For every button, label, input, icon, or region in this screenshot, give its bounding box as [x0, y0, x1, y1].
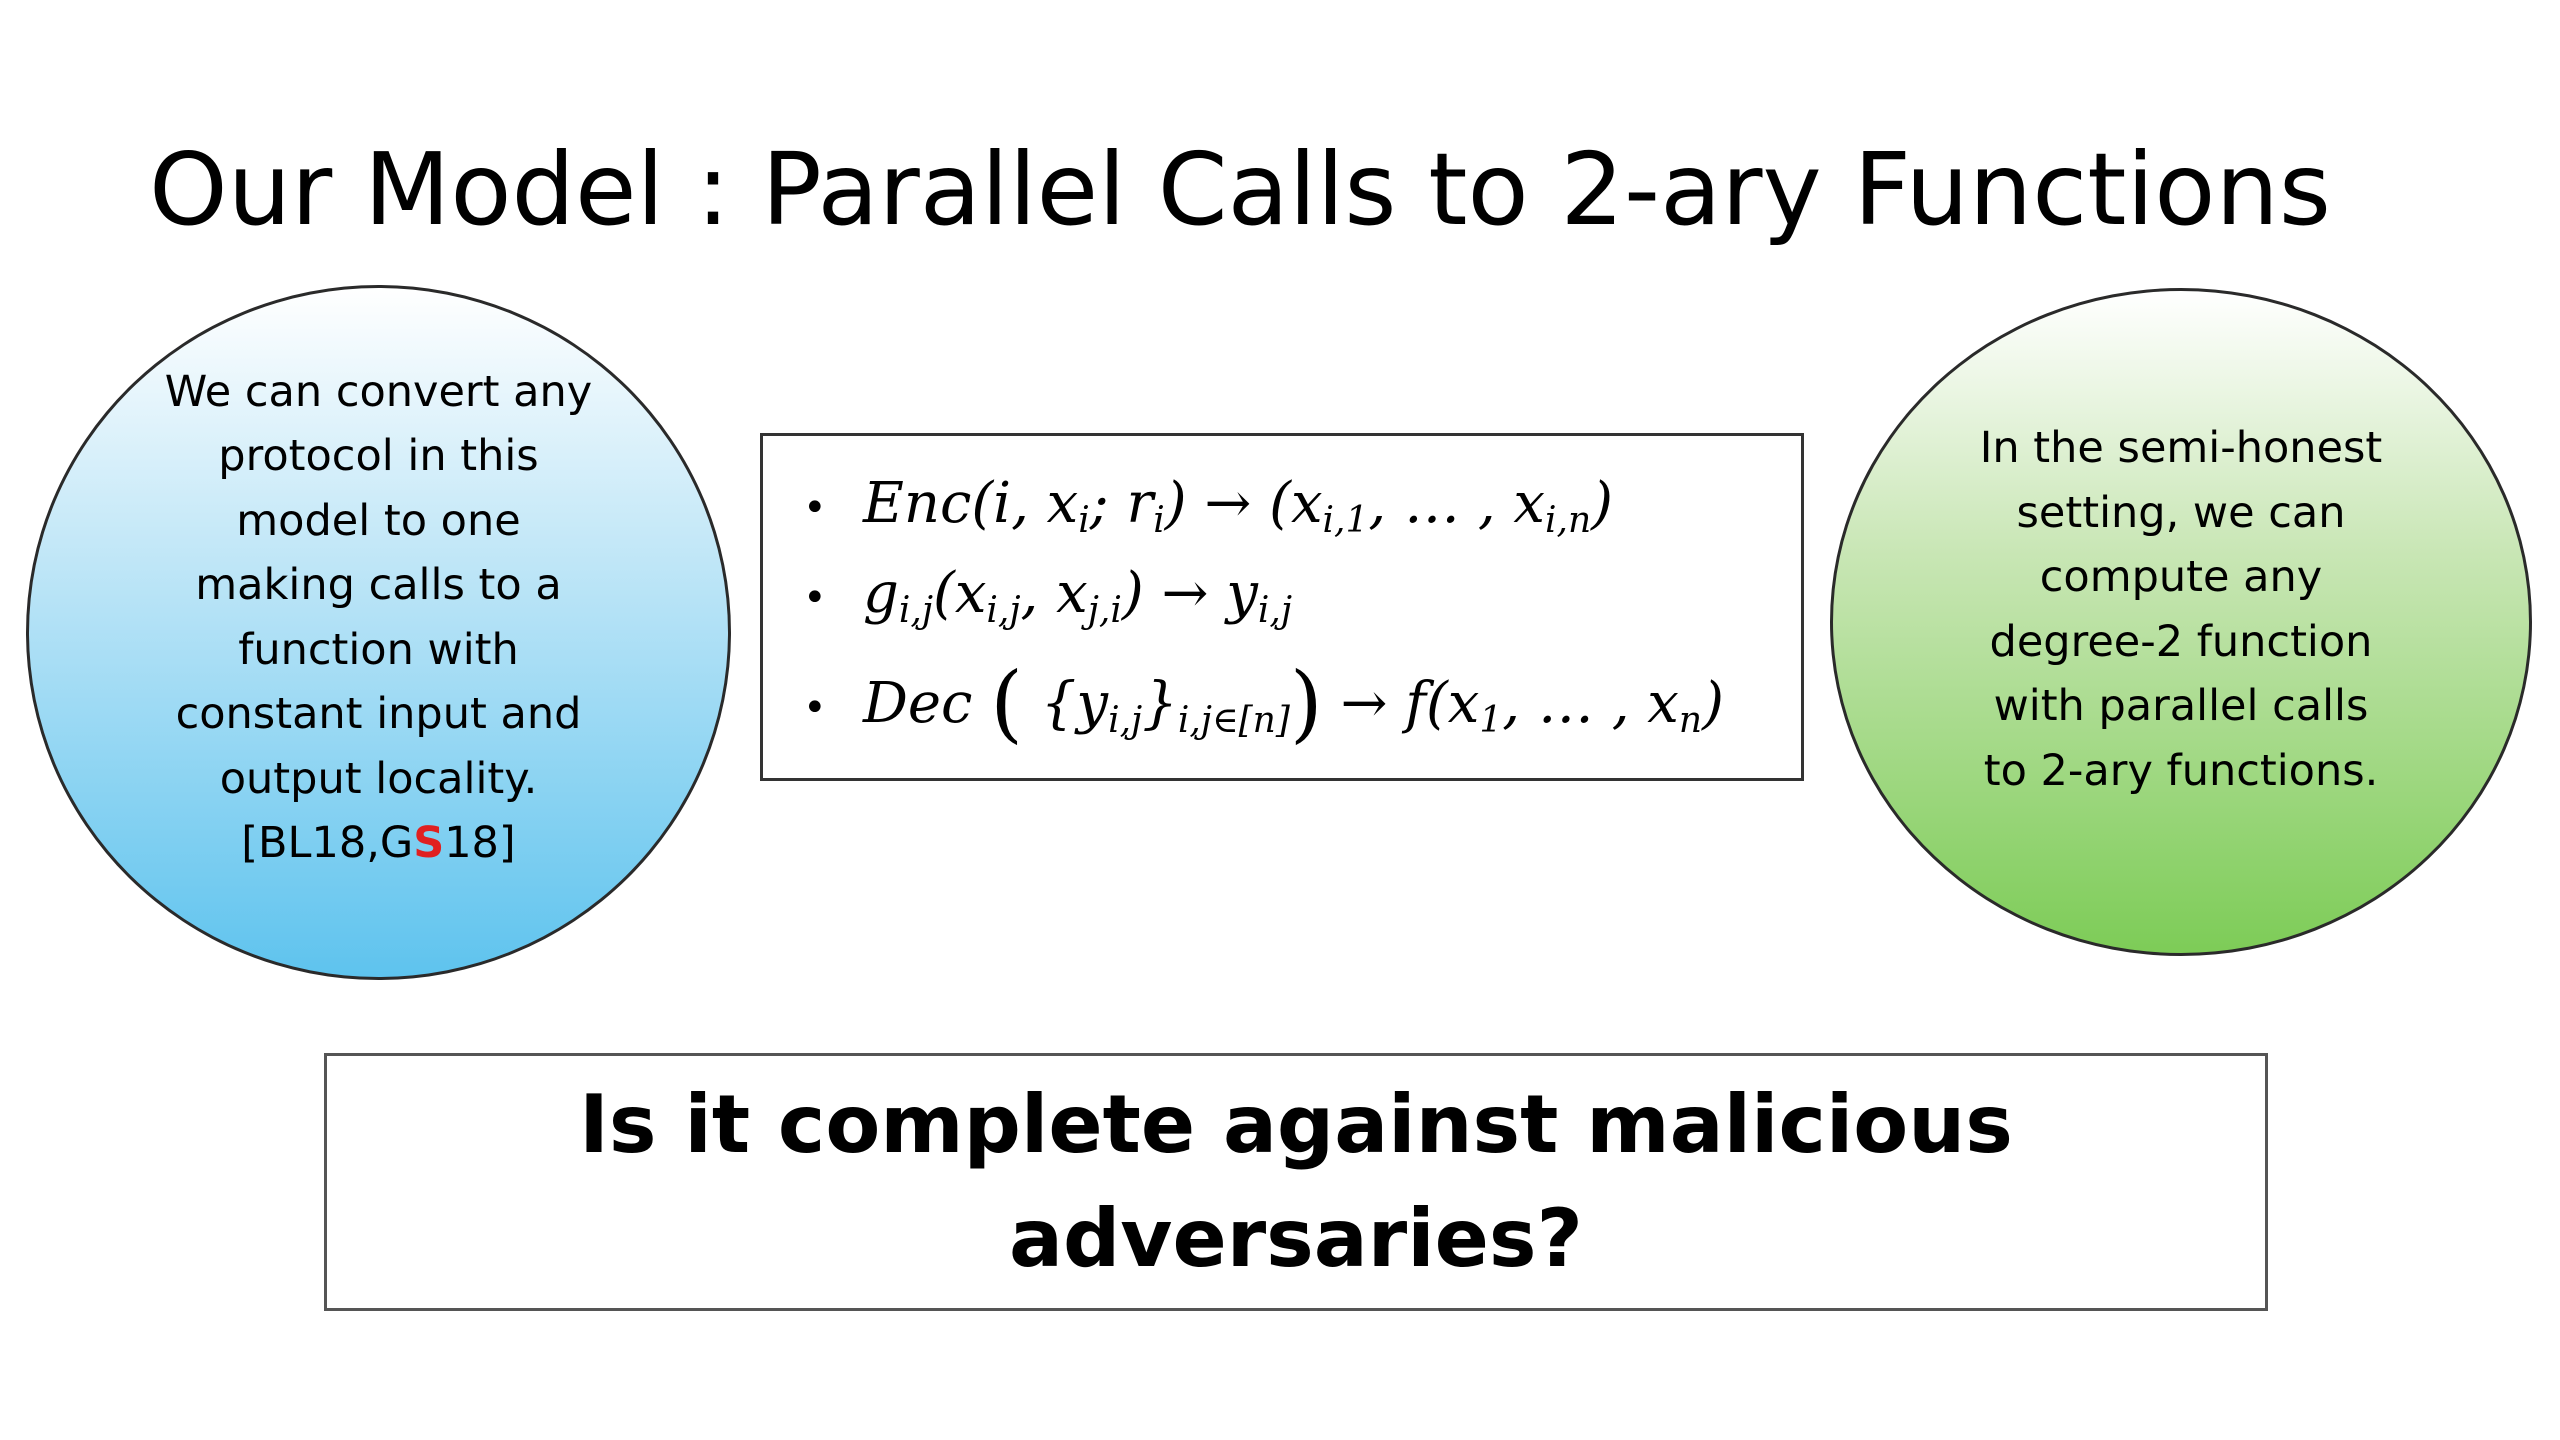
- g-label: g: [863, 561, 899, 626]
- left-circle-line: constant input and: [175, 689, 582, 739]
- math-row-g: • gi,j(xi,j, xj,i) → yi,j: [803, 561, 1292, 631]
- dec-expression: Dec ( {yi,j}i,j∈[n]) → f(x1, … , xn): [863, 654, 1724, 752]
- question-line: Is it complete against malicious: [579, 1078, 2013, 1171]
- question-line: adversaries?: [1009, 1192, 1583, 1285]
- enc-expression: Enc(i, xi; ri) → (xi,1, … , xi,n): [863, 471, 1614, 541]
- math-box: • Enc(i, xi; ri) → (xi,1, … , xi,n) • gi,j…: [760, 433, 1804, 781]
- arrow: →: [1340, 671, 1388, 736]
- right-circle-line: to 2-ary functions.: [1983, 745, 2379, 796]
- f-label: f: [1405, 671, 1426, 736]
- dec-label: Dec: [863, 671, 973, 736]
- right-circle-text: In the semi-honest setting, we can compu…: [1980, 416, 2383, 803]
- citation-close: 18]: [444, 818, 516, 868]
- arrow: →: [1204, 471, 1252, 536]
- right-circle-line: In the semi-honest: [1979, 423, 2383, 473]
- g-expression: gi,j(xi,j, xj,i) → yi,j: [863, 561, 1292, 631]
- arrow: →: [1161, 561, 1209, 626]
- right-circle-line: with parallel calls: [1993, 681, 2369, 731]
- bullet: •: [803, 574, 827, 621]
- left-circle-line: function with: [238, 624, 519, 675]
- left-circle-text: We can convert any protocol in this mode…: [165, 360, 592, 876]
- right-circle-line: compute any: [2039, 552, 2323, 602]
- citation: [BL18,GS18]: [165, 811, 592, 876]
- right-circle: In the semi-honest setting, we can compu…: [1830, 288, 2532, 956]
- enc-label: Enc: [863, 471, 972, 536]
- left-circle-line: making calls to a: [195, 560, 562, 610]
- right-circle-line: setting, we can: [2016, 487, 2346, 538]
- math-row-dec: •Dec ( {yi,j}i,j∈[n]) → f(x1, … , xn): [803, 661, 1724, 745]
- slide-title: Our Model : Parallel Calls to 2-ary Func…: [149, 131, 2331, 248]
- left-circle-line: We can convert any: [164, 366, 593, 417]
- right-circle-line: degree-2 function: [1989, 616, 2373, 667]
- question-text: Is it complete against malicious adversa…: [579, 1068, 2013, 1296]
- bullet: •: [803, 484, 827, 531]
- question-box: Is it complete against malicious adversa…: [324, 1053, 2268, 1311]
- math-row-enc: • Enc(i, xi; ri) → (xi,1, … , xi,n): [803, 471, 1614, 541]
- left-circle-line: output locality.: [219, 753, 538, 804]
- left-circle: We can convert any protocol in this mode…: [26, 285, 731, 980]
- left-circle-line: model to one: [236, 495, 521, 546]
- citation-highlight: S: [413, 818, 445, 868]
- left-circle-line: protocol in this: [218, 431, 539, 481]
- bullet: •: [803, 684, 827, 731]
- citation-open: [BL18,G: [241, 818, 414, 868]
